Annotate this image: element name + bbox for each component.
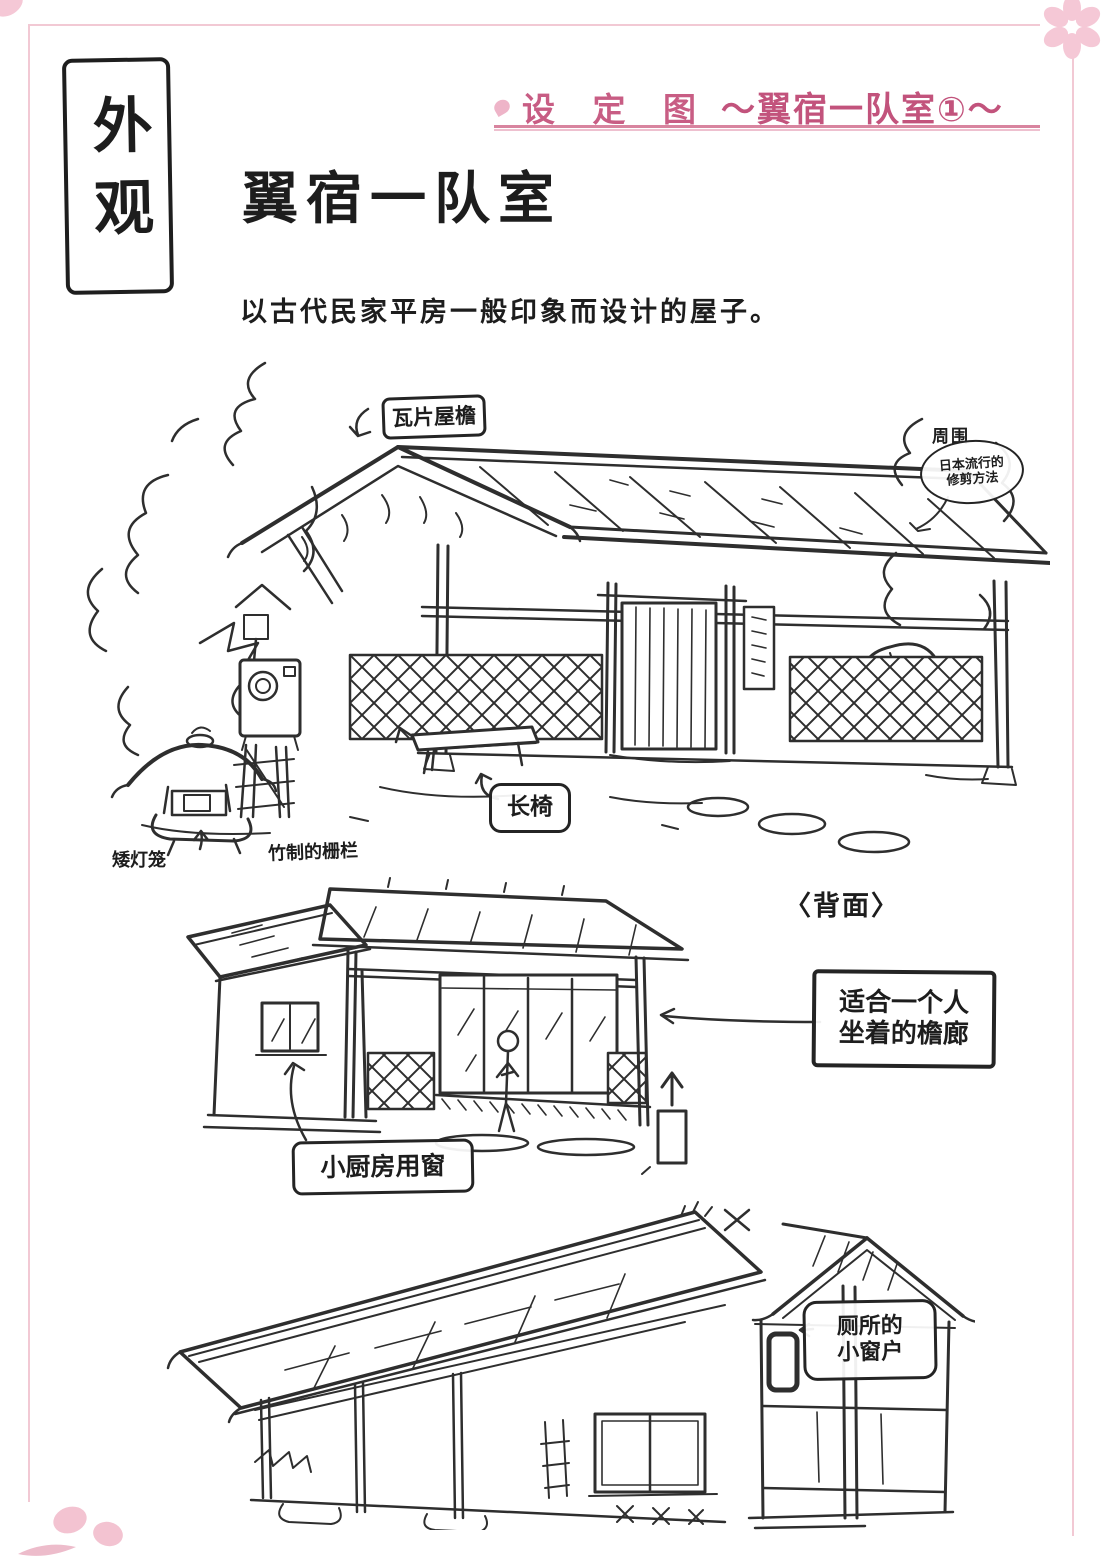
exterior-tag-label: 外观 (81, 93, 155, 259)
sakura-flower-icon (1043, 0, 1101, 59)
toilet-window-line2: 小窗户 (836, 1339, 904, 1366)
frame-left-line (28, 24, 30, 1502)
sakura-petals-bottom-icon (18, 1506, 123, 1556)
tile-roof-label: 瓦片屋檐 (381, 394, 487, 440)
bench-label-text: 长椅 (507, 794, 553, 821)
header-underline-light (494, 129, 1040, 131)
page-header: 设 定 图 ～翼宿一队室①～ (491, 82, 1004, 131)
toilet-window-note-box: 厕所的 小窗户 (802, 1298, 938, 1382)
back-view-caption: 〈背面〉 (784, 891, 900, 922)
toilet-window-line1: 厕所的 (836, 1313, 903, 1340)
frame-top-line (28, 24, 1040, 26)
header-title: 设 定 图 (522, 89, 709, 129)
corner-view-sketch (166, 1201, 975, 1530)
sakura-petal-icon (491, 96, 513, 117)
header-series-title: ～翼宿一队室①～ (720, 90, 1004, 130)
frame-right-line (1072, 56, 1074, 1536)
exterior-tag-box: 外观 (61, 57, 175, 295)
bamboo-fence-label: 竹制的栅栏 (267, 840, 359, 865)
lantern-label: 矮灯笼 (112, 850, 166, 871)
back-view-sketch (186, 877, 822, 1175)
tile-roof-label-text: 瓦片屋檐 (391, 403, 477, 431)
header-underline (494, 125, 1040, 128)
kitchen-window-label-text: 小厨房用窗 (320, 1151, 446, 1183)
front-view-sketch (86, 361, 1050, 857)
veranda-note-box: 适合一个人 坐着的檐廊 (811, 969, 997, 1069)
building-description: 以古代民家平房一般印象而设计的屋子。 (240, 297, 780, 328)
bench-label: 长椅 (489, 783, 571, 833)
pruning-note-line2: 修剪方法 (946, 470, 999, 489)
veranda-note-line1: 适合一个人 (838, 987, 970, 1019)
kitchen-window-label: 小厨房用窗 (291, 1138, 475, 1196)
building-title: 翼宿一队室 (242, 167, 562, 232)
sakura-petal-corner-icon (0, 0, 23, 17)
veranda-note-line2: 坐着的檐廊 (838, 1018, 969, 1050)
